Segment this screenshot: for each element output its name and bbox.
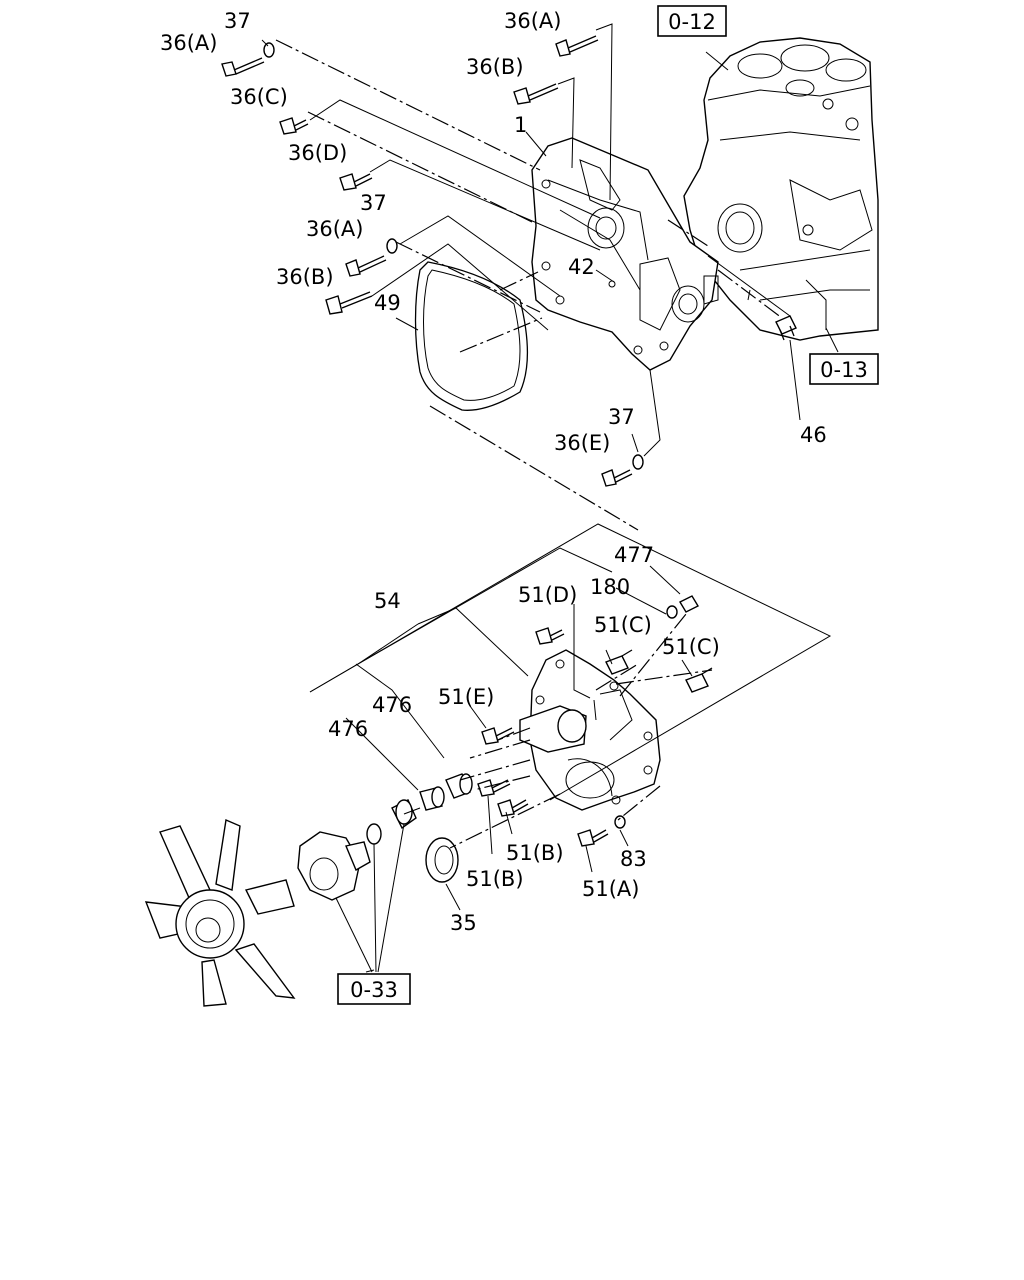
label-42: 42 [568, 255, 595, 279]
label-36a-top-left: 36(A) [160, 31, 217, 55]
washer-37-top-left [263, 42, 275, 58]
reference-box-0-13[interactable]: 0-13 [809, 353, 879, 385]
reference-box-0-12[interactable]: 0-12 [657, 5, 727, 37]
collar-476-b [445, 773, 473, 799]
reference-label-0-33[interactable]: 0-33 [350, 978, 398, 1002]
leader-lines-bottom [309, 523, 832, 973]
bolt-51d [535, 627, 565, 645]
label-51a: 51(A) [582, 877, 639, 901]
reference-label-0-12[interactable]: 0-12 [668, 10, 716, 34]
nut-477 [679, 595, 699, 613]
label-83: 83 [620, 847, 647, 871]
bolt-36a-top-left [221, 57, 265, 77]
label-51e: 51(E) [438, 685, 494, 709]
label-37-mid: 37 [360, 191, 387, 215]
stud-46 [775, 315, 797, 341]
bolt-36a-mid [345, 255, 387, 277]
label-36b-mid: 36(B) [276, 265, 334, 289]
label-51c-b: 51(C) [662, 635, 720, 659]
bolt-36b-mid [325, 291, 373, 315]
fan-clutch-illustration [297, 799, 417, 901]
washer-180 [666, 605, 678, 619]
stud-51c-a [605, 649, 633, 675]
bolt-36e [601, 469, 633, 487]
part-labels: 36(A) 37 36(A) 36(B) 36(C) 1 36(D) 37 36… [160, 9, 827, 935]
washer-37-mid [386, 238, 398, 254]
label-51b-b: 51(B) [466, 867, 524, 891]
label-37-low: 37 [608, 405, 635, 429]
gasket-inner-edge [423, 269, 521, 401]
label-49: 49 [374, 291, 401, 315]
label-1: 1 [514, 113, 527, 137]
label-36a-mid: 36(A) [306, 217, 363, 241]
label-180: 180 [590, 575, 630, 599]
label-36d: 36(D) [288, 141, 347, 165]
label-51b-a: 51(B) [506, 841, 564, 865]
label-36e: 36(E) [554, 431, 610, 455]
stud-51c-b [685, 667, 713, 693]
label-54: 54 [374, 589, 401, 613]
gasket-illustration [414, 261, 529, 411]
label-35: 35 [450, 911, 477, 935]
bolt-51b-b [497, 799, 529, 817]
reference-label-0-13[interactable]: 0-13 [820, 358, 868, 382]
bolt-51a [577, 829, 609, 847]
label-36b-top: 36(B) [466, 55, 524, 79]
bolt-36a-top [555, 35, 599, 57]
engine-block-illustration [683, 37, 879, 341]
cooling-fan-illustration [144, 819, 296, 1007]
label-51c-a: 51(C) [594, 613, 652, 637]
bolt-36d [339, 173, 373, 191]
label-51d: 51(D) [518, 583, 577, 607]
label-476-b: 476 [328, 717, 368, 741]
bolt-51b-a [477, 779, 511, 797]
oil-seal-35 [425, 837, 459, 883]
label-476-a: 476 [372, 693, 412, 717]
label-477: 477 [614, 543, 654, 567]
timing-cover-illustration [519, 649, 661, 811]
label-37-top-left: 37 [224, 9, 251, 33]
front-plate-illustration [531, 137, 719, 371]
leader-lines-top [261, 23, 839, 531]
collar-476-a [419, 786, 445, 811]
label-36c: 36(C) [230, 85, 288, 109]
washer-37-low [632, 454, 644, 470]
washer-83 [614, 815, 626, 829]
reference-box-0-33[interactable]: 0-33 [337, 973, 411, 1005]
label-46: 46 [800, 423, 827, 447]
bolt-36b-top [513, 83, 559, 105]
label-36a-top: 36(A) [504, 9, 561, 33]
bolt-36c [279, 117, 309, 135]
